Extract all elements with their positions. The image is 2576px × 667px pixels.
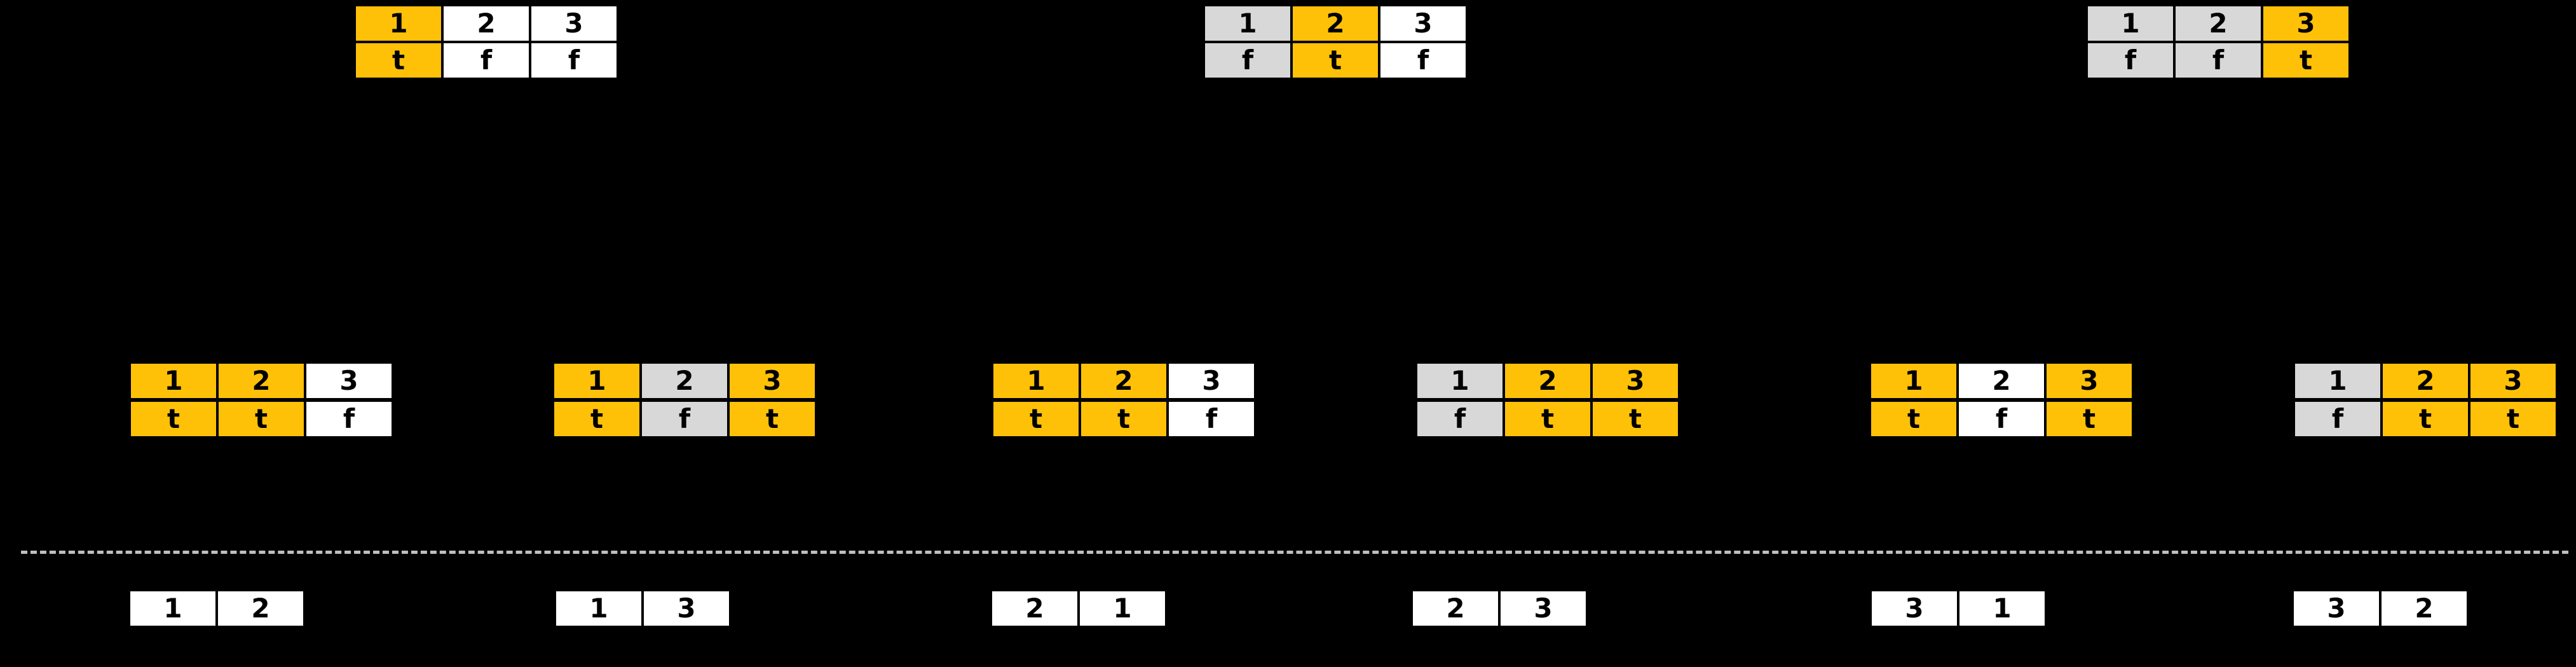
index-cell[interactable]: 2 bbox=[1080, 362, 1168, 399]
index-cell[interactable]: 2 bbox=[1291, 5, 1379, 42]
truth-cell[interactable]: f bbox=[2087, 42, 2174, 79]
truth-cell[interactable]: t bbox=[1504, 401, 1591, 437]
index-cell[interactable]: 1 bbox=[1204, 5, 1291, 42]
truth-cell[interactable]: t bbox=[2045, 401, 2133, 437]
index-cell[interactable]: 2 bbox=[641, 362, 728, 399]
truth-cell[interactable]: t bbox=[2382, 401, 2469, 437]
truth-cell[interactable]: f bbox=[1416, 401, 1504, 437]
index-cell[interactable]: 1 bbox=[553, 362, 641, 399]
index-cell[interactable]: 3 bbox=[2469, 362, 2557, 399]
truth-cell[interactable]: t bbox=[553, 401, 641, 437]
pair-cell[interactable]: 2 bbox=[217, 590, 304, 627]
truth-cell[interactable]: t bbox=[992, 401, 1080, 437]
truth-cell[interactable]: f bbox=[305, 401, 393, 437]
pair-cell[interactable]: 1 bbox=[1079, 590, 1166, 627]
pair-cell[interactable]: 1 bbox=[555, 590, 643, 627]
index-cell[interactable]: 1 bbox=[1870, 362, 1958, 399]
pair-cell[interactable]: 1 bbox=[129, 590, 217, 627]
section-divider bbox=[21, 551, 2568, 554]
truth-cell[interactable]: t bbox=[728, 401, 816, 437]
truth-cell[interactable]: t bbox=[1291, 42, 1379, 79]
index-cell[interactable]: 1 bbox=[1416, 362, 1504, 399]
truth-cell[interactable]: f bbox=[2174, 42, 2262, 79]
pair-cell[interactable]: 3 bbox=[643, 590, 730, 627]
truth-cell[interactable]: t bbox=[2262, 42, 2350, 79]
truth-cell[interactable]: t bbox=[355, 42, 442, 79]
truth-cell[interactable]: t bbox=[217, 401, 305, 437]
index-cell[interactable]: 1 bbox=[130, 362, 217, 399]
truth-cell[interactable]: f bbox=[1204, 42, 1291, 79]
truth-cell[interactable]: f bbox=[2294, 401, 2382, 437]
index-cell[interactable]: 1 bbox=[355, 5, 442, 42]
truth-cell[interactable]: t bbox=[130, 401, 217, 437]
index-cell[interactable]: 3 bbox=[728, 362, 816, 399]
index-cell[interactable]: 1 bbox=[992, 362, 1080, 399]
pair-cell[interactable]: 2 bbox=[2380, 590, 2468, 627]
index-cell[interactable]: 2 bbox=[1958, 362, 2045, 399]
index-cell[interactable]: 2 bbox=[2382, 362, 2469, 399]
truth-cell[interactable]: t bbox=[1591, 401, 1679, 437]
pair-cell[interactable]: 1 bbox=[1958, 590, 2046, 627]
index-cell[interactable]: 3 bbox=[2045, 362, 2133, 399]
truth-cell[interactable]: t bbox=[1870, 401, 1958, 437]
pair-cell[interactable]: 2 bbox=[1412, 590, 1499, 627]
index-cell[interactable]: 3 bbox=[1168, 362, 1255, 399]
truth-cell[interactable]: f bbox=[530, 42, 618, 79]
pair-cell[interactable]: 2 bbox=[991, 590, 1079, 627]
truth-cell[interactable]: f bbox=[1958, 401, 2045, 437]
pair-cell[interactable]: 3 bbox=[1499, 590, 1587, 627]
truth-cell[interactable]: f bbox=[1379, 42, 1467, 79]
index-cell[interactable]: 1 bbox=[2087, 5, 2174, 42]
truth-cell[interactable]: f bbox=[442, 42, 530, 79]
index-cell[interactable]: 2 bbox=[1504, 362, 1591, 399]
index-cell[interactable]: 2 bbox=[2174, 5, 2262, 42]
index-cell[interactable]: 3 bbox=[2262, 5, 2350, 42]
truth-cell[interactable]: t bbox=[2469, 401, 2557, 437]
truth-cell[interactable]: t bbox=[1080, 401, 1168, 437]
index-cell[interactable]: 2 bbox=[442, 5, 530, 42]
pair-cell[interactable]: 3 bbox=[2293, 590, 2380, 627]
index-cell[interactable]: 1 bbox=[2294, 362, 2382, 399]
index-cell[interactable]: 3 bbox=[1379, 5, 1467, 42]
index-cell[interactable]: 3 bbox=[530, 5, 618, 42]
pair-cell[interactable]: 3 bbox=[1871, 590, 1958, 627]
index-cell[interactable]: 2 bbox=[217, 362, 305, 399]
index-cell[interactable]: 3 bbox=[1591, 362, 1679, 399]
truth-cell[interactable]: f bbox=[641, 401, 728, 437]
index-cell[interactable]: 3 bbox=[305, 362, 393, 399]
truth-cell[interactable]: f bbox=[1168, 401, 1255, 437]
